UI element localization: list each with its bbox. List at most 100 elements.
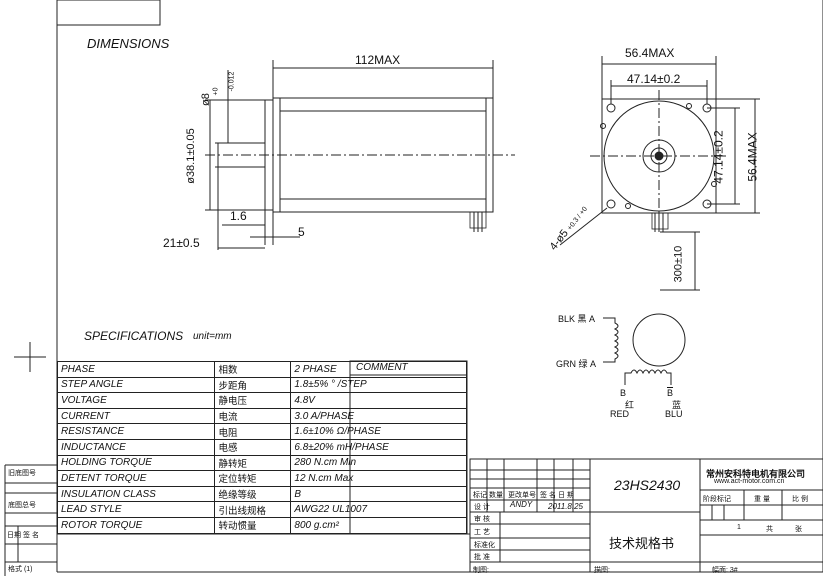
- wire-b: B: [620, 388, 627, 398]
- scale-label: 比 例: [792, 496, 808, 503]
- boss-height-dim: 1.6: [230, 209, 247, 223]
- shaft-tol-upper: +0: [212, 87, 220, 96]
- process-label: 工 艺: [474, 529, 490, 536]
- format-label: 幅面: 3#: [712, 567, 738, 574]
- spec-name-cn: 绝缘等级: [214, 485, 292, 503]
- comment-header: COMMENT: [356, 362, 408, 373]
- old-base-no: 旧底图号: [8, 470, 36, 477]
- wire-blu-cn: 蓝: [672, 400, 682, 410]
- spec-value: 4.8V: [290, 392, 467, 409]
- shaft-tol-lower: -0.012: [228, 71, 236, 92]
- spec-value: 1.6±10% Ω/PHASE: [290, 423, 467, 440]
- spec-name-en: RESISTANCE: [56, 423, 216, 440]
- hole-spacing-h-dim: 47.14±0.2: [627, 72, 681, 86]
- side-view: [205, 60, 515, 250]
- spec-name-en: HOLDING TORQUE: [56, 454, 216, 472]
- sheet-label: 张: [795, 526, 802, 533]
- design-date: 2011.8.25: [548, 502, 583, 511]
- weight-label: 重 量: [754, 496, 770, 503]
- spec-name-cn: 转动惯量: [214, 516, 292, 534]
- spec-name-en: PHASE: [56, 361, 216, 378]
- wire-grn: GRN 绿 A: [556, 359, 597, 369]
- company-name: 常州安科特电机有限公司: [706, 469, 806, 479]
- left-date: 日期: [7, 532, 21, 539]
- date-header: 日 期: [558, 492, 574, 499]
- specifications-title: SPECIFICATIONS: [84, 329, 184, 343]
- boss-dia-dim: ø38.1±0.05: [184, 128, 197, 184]
- spec-name-en: INSULATION CLASS: [56, 485, 216, 503]
- stage-mark: 阶段标记: [703, 496, 731, 503]
- drawn-label: 制图:: [473, 567, 489, 574]
- spec-value: 6.8±20% mH/PHASE: [290, 438, 467, 456]
- spec-name-en: VOLTAGE: [56, 392, 216, 409]
- format-left-label: 格式 (1): [8, 566, 33, 573]
- wiring-diagram: [603, 313, 686, 385]
- spec-name-cn: 电阻: [214, 423, 292, 440]
- spec-name-en: DETENT TORQUE: [56, 470, 216, 487]
- spec-name-cn: 步距角: [214, 376, 292, 394]
- spec-name-cn: 相数: [214, 361, 292, 378]
- spec-name-cn: 定位转矩: [214, 470, 292, 487]
- wire-blk: BLK 黑 A: [558, 314, 596, 324]
- height-dim: 56.4MAX: [745, 132, 760, 182]
- company-website: www.act-motor.com.cn: [714, 478, 785, 485]
- spec-value: 1.8±5% ° /STEP: [290, 376, 467, 394]
- spec-name-en: INDUCTANCE: [56, 438, 216, 456]
- shaft-length-dim: 21±0.5: [163, 236, 200, 250]
- wire-red-cn: 红: [625, 400, 635, 410]
- wire-b-bar: B: [667, 388, 674, 398]
- standard-label: 标准化: [474, 542, 495, 549]
- doc-title: 技术规格书: [609, 536, 675, 551]
- review-label: 审 核: [474, 516, 490, 523]
- spec-value: 800 g.cm²: [290, 516, 467, 534]
- spec-name-en: ROTOR TORQUE: [56, 516, 216, 534]
- spec-name-cn: 电流: [214, 407, 292, 425]
- wire-blu: BLU: [665, 409, 683, 419]
- spec-value: 12 N.cm Max: [290, 470, 467, 487]
- lead-length-dim: 300±10: [672, 245, 685, 283]
- unit-label: unit=mm: [193, 331, 232, 342]
- qty-label: 数量: [489, 492, 503, 499]
- shaft-dia: ø8: [200, 93, 212, 106]
- spec-name-cn: 静电压: [214, 392, 292, 409]
- flange-dim: 5: [298, 225, 305, 239]
- width-dim: 56.4MAX: [625, 46, 675, 60]
- title-block-grid: [469, 458, 823, 573]
- base-total-no: 底图总号: [8, 502, 36, 509]
- spec-value: B: [290, 485, 467, 503]
- front-view: [559, 56, 760, 291]
- spec-name-en: LEAD STYLE: [56, 501, 216, 518]
- design-label: 设 计: [474, 504, 490, 511]
- sheet-count: 1: [737, 524, 741, 531]
- length-dim: 112MAX: [355, 53, 401, 67]
- spec-value: 3.0 A/PHASE: [290, 407, 467, 425]
- wire-red: RED: [610, 409, 630, 419]
- total-label: 共: [766, 526, 773, 533]
- mark-label: 标记: [473, 492, 487, 499]
- spec-value: 280 N.cm Min: [290, 454, 467, 472]
- approve-label: 批 准: [474, 554, 490, 561]
- spec-name-en: STEP ANGLE: [56, 376, 216, 394]
- spec-name-cn: 静转矩: [214, 454, 292, 472]
- designer: ANDY: [510, 500, 533, 509]
- change-no-label: 更改单号: [508, 492, 536, 499]
- sign-label: 签 名: [540, 492, 556, 499]
- model-number: 23HS2430: [614, 477, 681, 493]
- spec-name-cn: 电感: [214, 438, 292, 456]
- hole-spacing-v-dim: 47.14±0.2: [711, 130, 726, 184]
- traced-label: 描图:: [594, 567, 610, 574]
- spec-name-cn: 引出线规格: [214, 501, 292, 518]
- spec-name-en: CURRENT: [56, 407, 216, 425]
